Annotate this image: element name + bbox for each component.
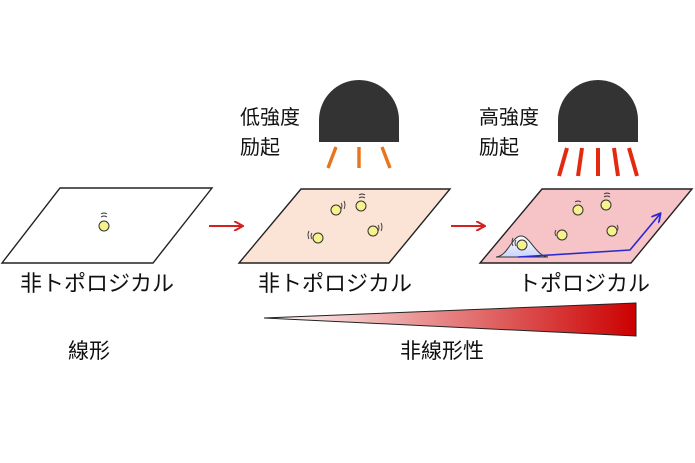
nonlinear-label: 非線形性	[400, 339, 484, 363]
low-excitation-label: 低強度 励起	[240, 102, 300, 162]
particle	[600, 192, 612, 211]
particle	[355, 193, 367, 212]
particle	[367, 222, 383, 237]
high-excitation-line2: 励起	[479, 135, 519, 159]
beams-low	[326, 146, 392, 169]
particle	[572, 200, 584, 216]
state-label-2: 非トポロジカル	[258, 272, 413, 297]
high-excitation-label: 高強度 励起	[479, 102, 539, 162]
particle	[554, 229, 568, 241]
low-excitation-line2: 励起	[240, 135, 280, 159]
sheet-low-excitation	[237, 188, 452, 264]
low-excitation-line1: 低強度	[240, 105, 300, 129]
high-excitation-line1: 高強度	[479, 105, 539, 129]
edge-current-arrow	[517, 214, 660, 258]
nonlinearity-wedge	[263, 302, 637, 337]
sheet-high-excitation	[478, 188, 694, 264]
particle	[330, 200, 346, 216]
linear-label: 線形	[68, 339, 110, 363]
particle	[606, 224, 619, 237]
lamp-low	[319, 80, 399, 142]
particle	[307, 230, 324, 244]
particle	[511, 237, 528, 251]
beams-high	[557, 147, 639, 177]
lamp-high	[558, 80, 638, 142]
state-label-3: トポロジカル	[518, 272, 651, 297]
state-label-1: 非トポロジカル	[20, 272, 175, 297]
particle	[98, 212, 110, 232]
